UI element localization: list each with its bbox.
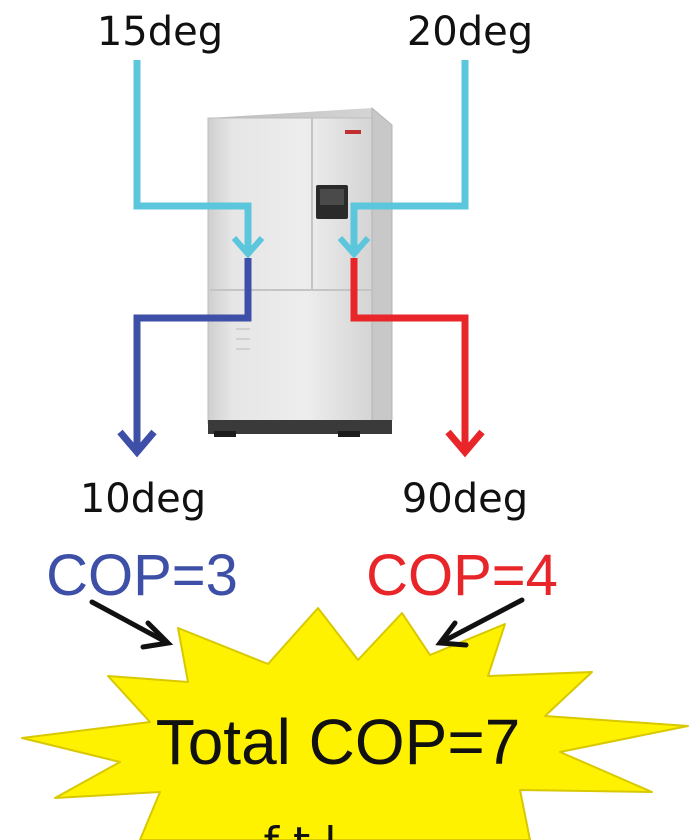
cooling-cop-label: COP=3 [46, 543, 238, 608]
cold-outlet-pipe [117, 258, 252, 458]
pointer-arrow-left [89, 599, 174, 650]
inlet-pipe-left [133, 60, 265, 259]
total-cop-burst [21, 607, 689, 840]
heating-cop-label: COP=4 [366, 543, 558, 608]
inlet-temp-right: 20deg [407, 9, 533, 55]
total-cop-label: Total COP=7 [156, 706, 521, 778]
footer-partial-text: f t l [264, 818, 337, 840]
outlet-temp-left: 10deg [80, 476, 206, 522]
outlet-temp-right: 90deg [402, 476, 528, 522]
hot-outlet-pipe [350, 258, 485, 458]
heat-pump-unit-icon [207, 106, 393, 437]
inlet-pipe-right [337, 60, 469, 259]
pointer-arrow-right [435, 597, 525, 648]
inlet-temp-left: 15deg [97, 9, 223, 55]
